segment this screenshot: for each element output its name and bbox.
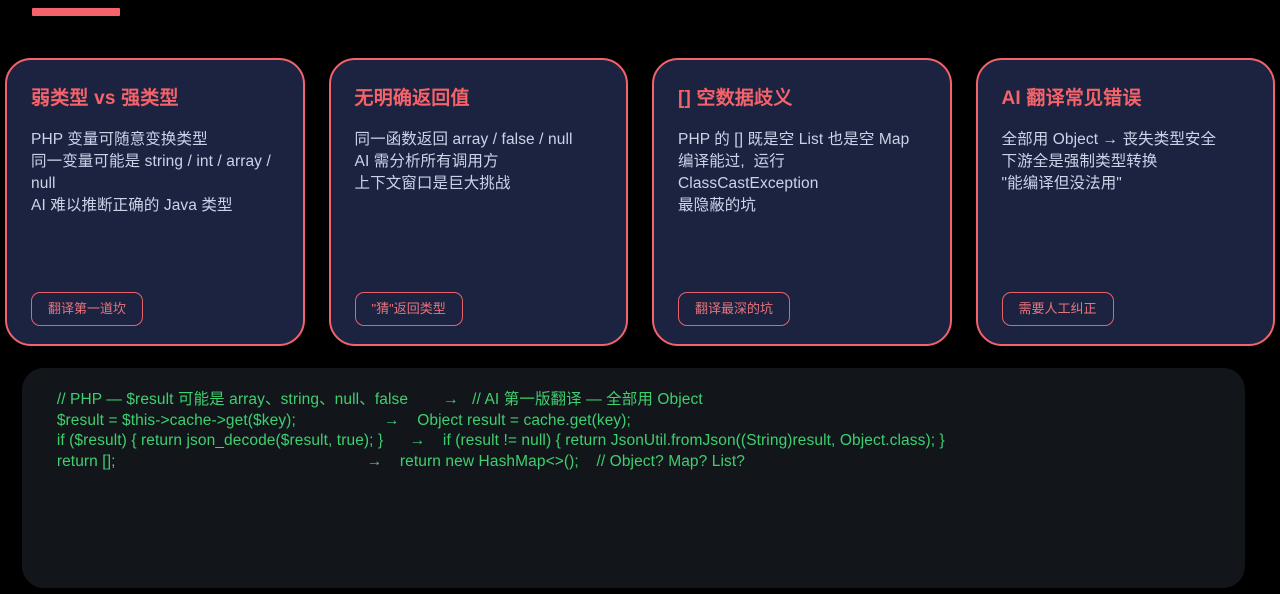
code-line: // PHP — $result 可能是 array、string、null、f… [48, 391, 703, 408]
card-badge[interactable]: 需要人工纠正 [1001, 292, 1114, 326]
card-body: 同一函数返回 array / false / null AI 需分析所有调用方 … [354, 131, 573, 192]
card-weak-vs-strong-typing: 弱类型 vs 强类型 PHP 变量可随意变换类型 同一变量可能是 string … [5, 58, 305, 346]
card-title: AI 翻译常见错误 [1001, 88, 1142, 109]
card-badge[interactable]: 翻译最深的坑 [678, 292, 791, 326]
code-line: return []; → return new HashMap<>(); // … [48, 453, 746, 471]
cards-row: 弱类型 vs 强类型 PHP 变量可随意变换类型 同一变量可能是 string … [5, 58, 1275, 346]
top-accent-bar [32, 8, 120, 16]
card-title: [] 空数据歧义 [678, 88, 793, 109]
card-body: PHP 变量可随意变换类型 同一变量可能是 string / int / arr… [31, 131, 271, 214]
card-title: 弱类型 vs 强类型 [31, 88, 179, 109]
code-comparison-block: // PHP — $result 可能是 array、string、null、f… [22, 368, 1245, 588]
card-ai-translation-common-errors: AI 翻译常见错误 全部用 Object → 丧失类型安全 下游全是强制类型转换… [975, 58, 1275, 346]
card-badge[interactable]: 翻译第一道坎 [31, 292, 144, 326]
code-line: $result = $this->cache->get($key); → Obj… [48, 411, 631, 429]
card-badge[interactable]: "猜"返回类型 [354, 292, 463, 326]
card-empty-array-ambiguity: [] 空数据歧义 PHP 的 [] 既是空 List 也是空 Map 编译能过,… [652, 58, 952, 346]
code-line: if ($result) { return json_decode($resul… [48, 432, 945, 450]
card-ambiguous-return-value: 无明确返回值 同一函数返回 array / false / null AI 需分… [328, 58, 628, 346]
card-body: PHP 的 [] 既是空 List 也是空 Map 编译能过, 运行 Class… [678, 131, 910, 214]
card-body: 全部用 Object → 丧失类型安全 下游全是强制类型转换 "能编译但没法用" [1001, 131, 1217, 192]
card-title: 无明确返回值 [354, 88, 470, 109]
